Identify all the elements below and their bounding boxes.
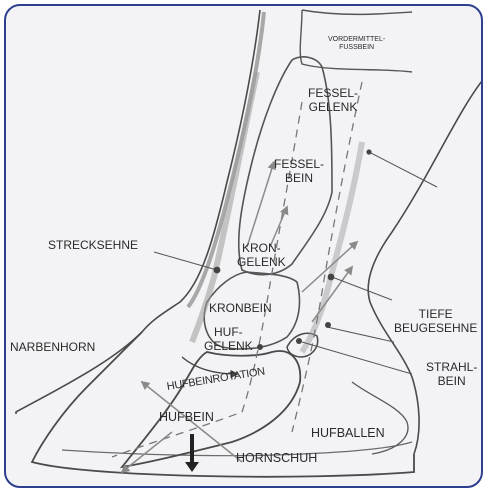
- label-hufgelenk: HUF- GELENK: [204, 326, 253, 354]
- label-fesselbein-line1: FESSEL-: [274, 158, 324, 172]
- dot-fesselgelenk: [366, 149, 371, 154]
- dot-hufgelenk: [257, 344, 263, 350]
- label-hufgelenk-line1: HUF-: [204, 326, 253, 340]
- diagram-frame: VORDERMITTEL- FUSSBEIN FESSEL- GELENK FE…: [4, 4, 483, 488]
- heel-bulb: [352, 382, 408, 454]
- label-strahlbein-line1: STRAHL-: [426, 361, 477, 375]
- leader-fesselgelenk: [369, 152, 437, 187]
- label-tiefe-beugesehne-line1: TIEFE: [394, 308, 477, 322]
- rotated-coffin-outline: [112, 102, 302, 457]
- label-vordermittelfussbein: VORDERMITTEL- FUSSBEIN: [328, 36, 385, 52]
- label-tiefe-beugesehne-line2: BEUGESEHNE: [394, 322, 477, 336]
- rotation-arrow-6: [122, 432, 172, 472]
- label-krongelenk-line1: KRON-: [237, 242, 286, 256]
- label-tiefe-beugesehne: TIEFE BEUGESEHNE: [394, 308, 477, 336]
- label-vordermittelfussbein-line1: VORDERMITTEL-: [328, 36, 385, 44]
- rotated-axis-dashed: [292, 82, 362, 432]
- label-hufgelenk-line2: GELENK: [204, 340, 253, 354]
- label-krongelenk-line2: GELENK: [237, 256, 286, 270]
- label-kronbein: KRONBEIN: [209, 302, 272, 316]
- sinking-arrow-head: [185, 462, 199, 472]
- dot-strahlbein: [296, 338, 302, 344]
- label-strahlbein: STRAHL- BEIN: [426, 361, 477, 389]
- dot-beugesehne-2: [325, 322, 331, 328]
- leg-back-contour: [368, 77, 483, 454]
- dot-beugesehne-1: [328, 274, 335, 281]
- coffin-bone: [122, 351, 300, 467]
- dot-strecksehne: [214, 267, 221, 274]
- label-vordermittelfussbein-line2: FUSSBEIN: [328, 44, 385, 52]
- label-fesselbein: FESSEL- BEIN: [274, 158, 324, 186]
- label-fesselbein-line2: BEIN: [274, 172, 324, 186]
- label-strecksehne: STRECKSEHNE: [48, 239, 138, 253]
- label-fesselgelenk-line2: GELENK: [308, 101, 358, 115]
- label-hufballen: HUFBALLEN: [311, 426, 385, 440]
- rotation-arrow-1: [247, 162, 274, 247]
- label-fesselgelenk-line1: FESSEL-: [308, 87, 358, 101]
- leader-beugesehne-1: [332, 277, 392, 300]
- label-fesselgelenk: FESSEL- GELENK: [308, 87, 358, 115]
- label-hornschuh: HORNSCHUH: [236, 451, 317, 465]
- label-narbenhorn: NARBENHORN: [10, 341, 95, 355]
- label-hufbein: HUFBEIN: [159, 410, 214, 424]
- label-krongelenk: KRON- GELENK: [237, 242, 286, 270]
- label-strahlbein-line2: BEIN: [426, 375, 477, 389]
